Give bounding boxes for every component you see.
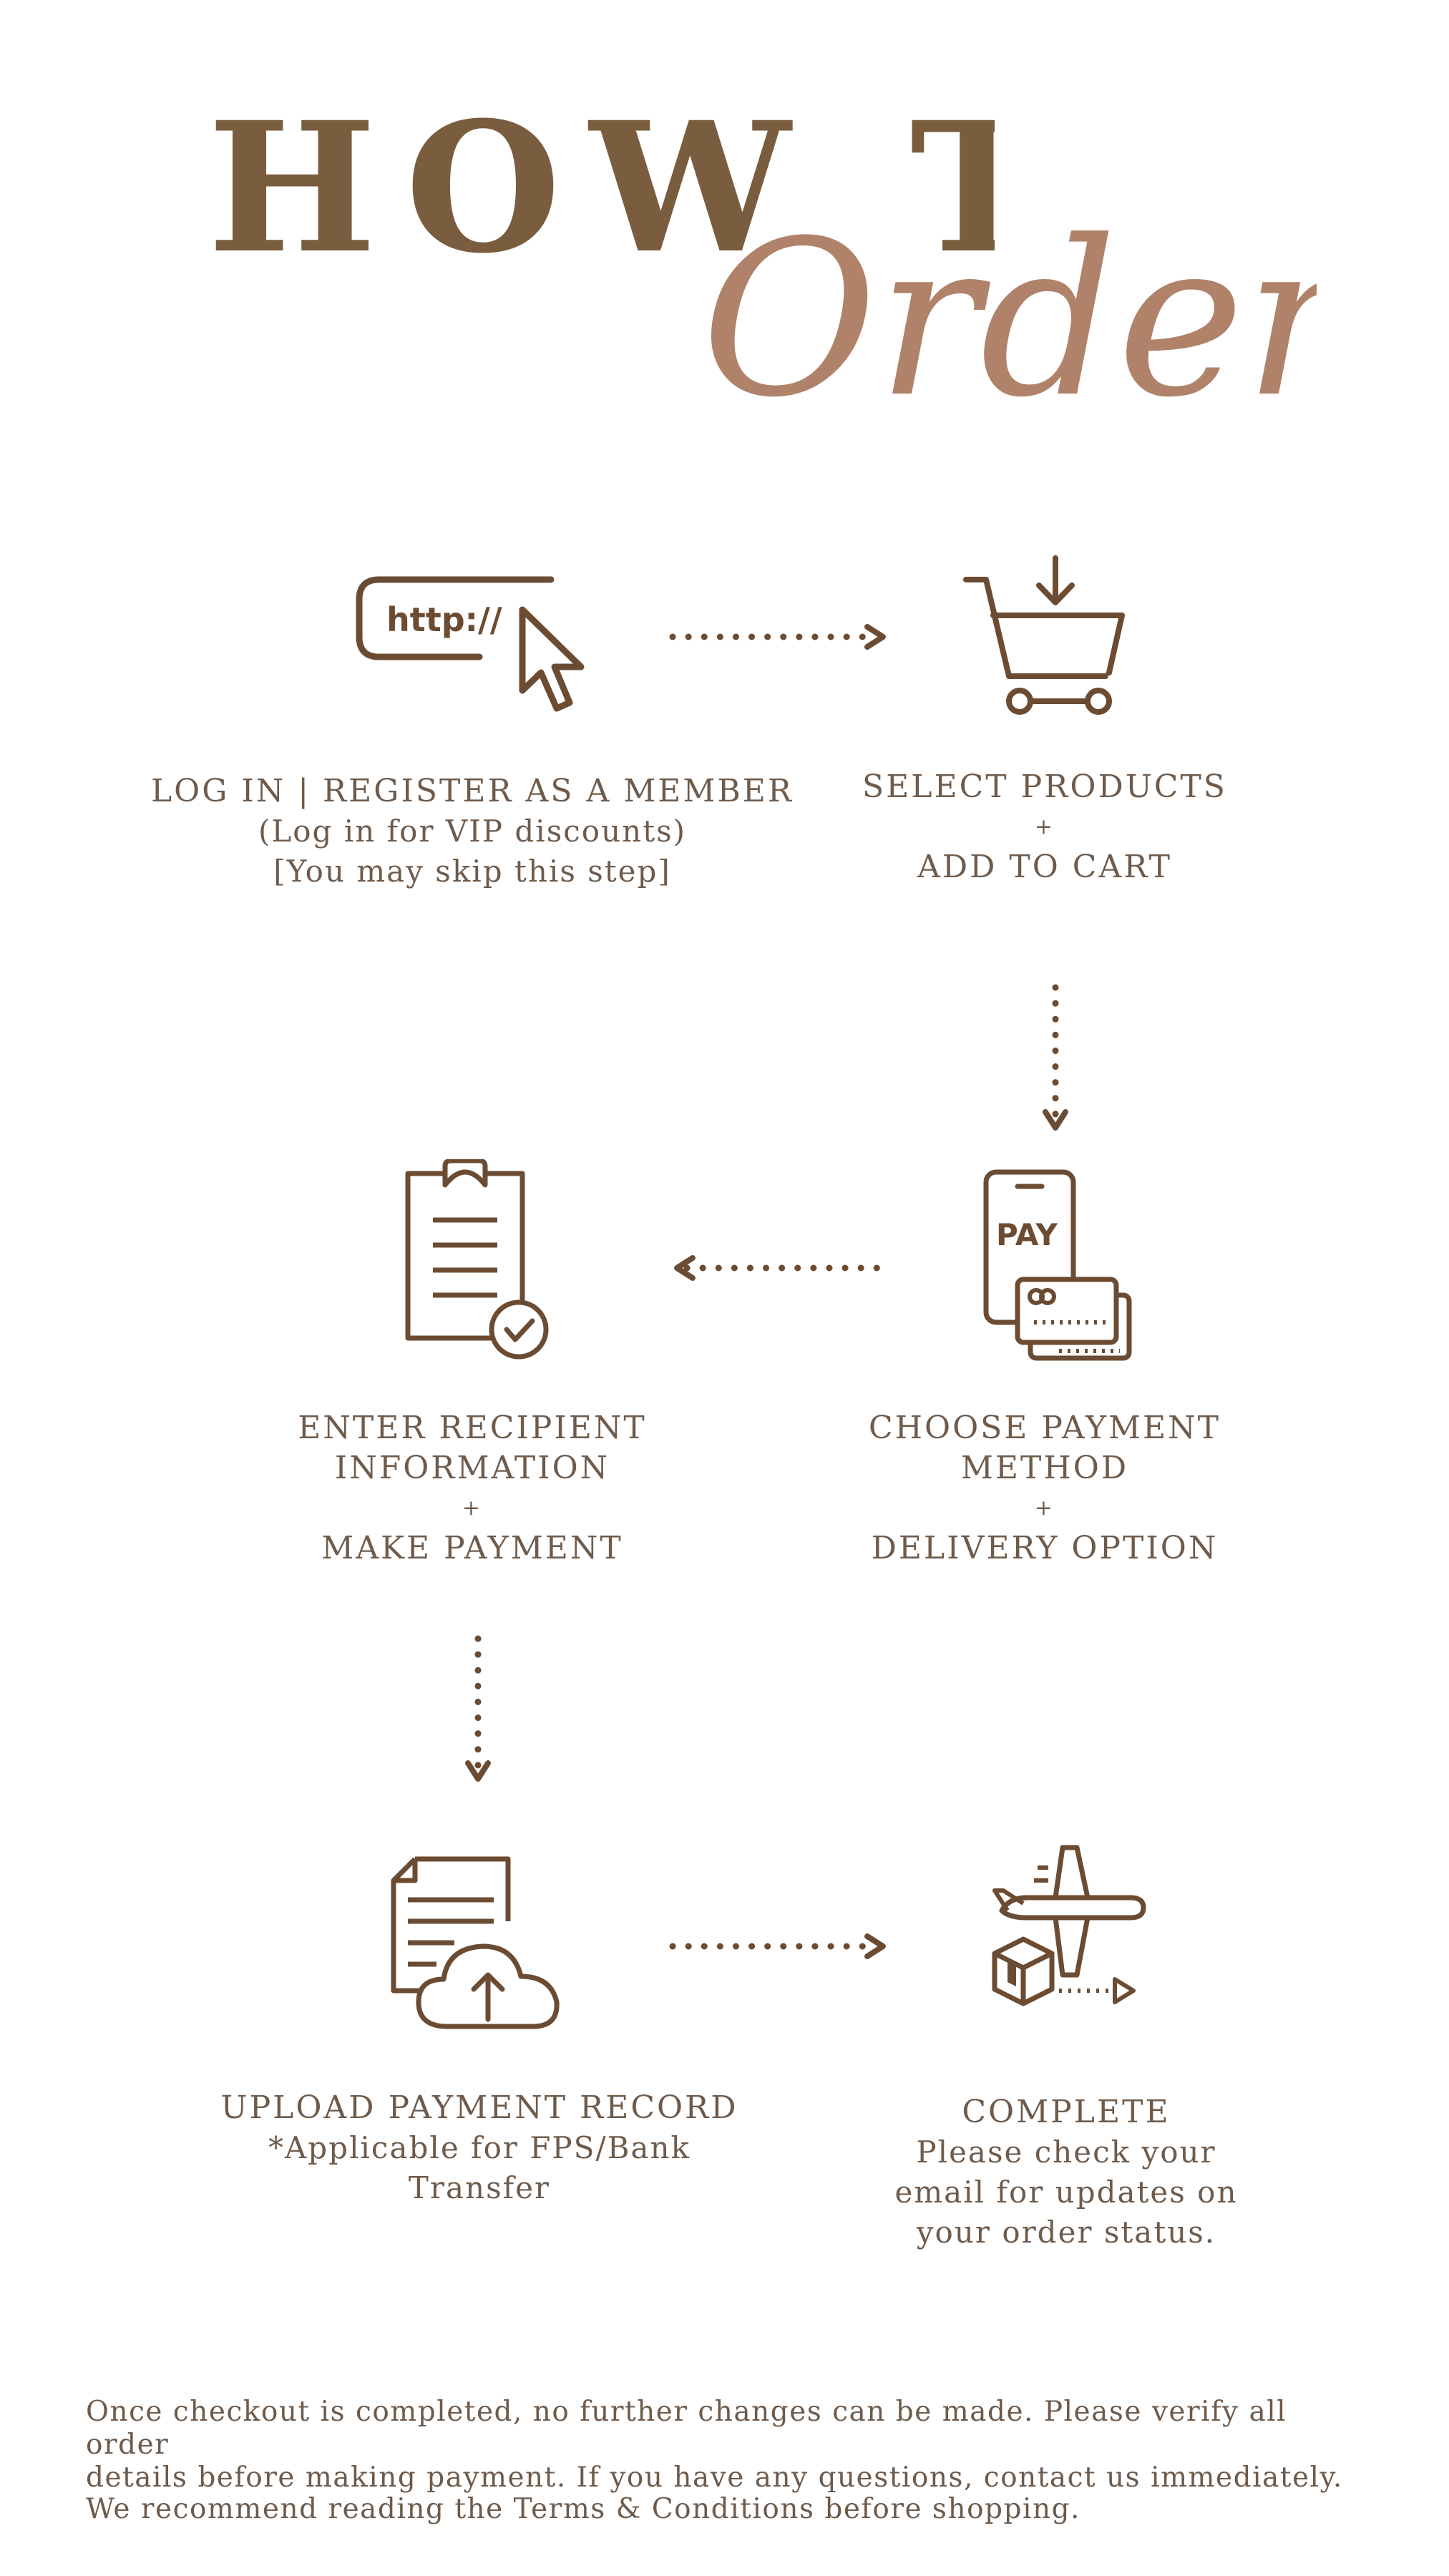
step-3-line-1: CHOOSE PAYMENT (868, 1410, 1221, 1446)
footer-recommendation: We recommend reading the Terms & Conditi… (86, 2493, 1374, 2526)
shopping-cart-icon (963, 555, 1125, 715)
step-6-line-2: Please check your (916, 2135, 1216, 2170)
step-2-line-1: SELECT PRODUCTS (862, 769, 1227, 805)
step-1-line-2: (Log in for VIP discounts) (258, 814, 687, 849)
arrow-down-1 (1043, 984, 1068, 1131)
step-6-caption: COMPLETE Please check your email for upd… (844, 2092, 1288, 2253)
arrow-left-1 (674, 1255, 884, 1281)
step-1-line-1: LOG IN | REGISTER AS A MEMBER (150, 773, 794, 809)
step-5-caption: UPLOAD PAYMENT RECORD *Applicable for FP… (179, 2088, 780, 2208)
title-how-to: HOW TO (208, 86, 995, 272)
step-6-line-4: your order status. (916, 2215, 1216, 2250)
arrow-down-2 (465, 1635, 491, 1782)
step-2-plus: + (1034, 814, 1055, 839)
step-2-line-3: ADD TO CART (917, 849, 1172, 885)
title-order: Order? (701, 195, 1317, 444)
step-1-caption: LOG IN | REGISTER AS A MEMBER (Log in fo… (129, 771, 816, 892)
step-6-line-3: email for updates on (894, 2175, 1238, 2210)
step-4-line-2: INFORMATION (334, 1450, 610, 1486)
step-4-plus: + (462, 1496, 483, 1521)
step-5-line-3: Transfer (408, 2170, 551, 2205)
arrow-right-1 (669, 624, 886, 650)
url-cursor-icon: http:// (356, 576, 585, 712)
footer-line-1: Once checkout is completed, no further c… (86, 2396, 1287, 2461)
title-line2: Order? (701, 195, 1317, 444)
footer-line-3: We recommend reading the Terms & Conditi… (86, 2493, 1080, 2525)
document-cloud-upload-icon (391, 1856, 560, 2029)
step-4-line-1: ENTER RECIPIENT (298, 1410, 647, 1446)
step-3-plus: + (1034, 1496, 1055, 1521)
pay-icon-text: PAY (996, 1217, 1058, 1252)
clipboard-check-icon (405, 1159, 549, 1360)
arrow-right-2 (669, 1933, 886, 1959)
step-1-line-3: [You may skip this step] (273, 854, 671, 889)
step-3-line-4: DELIVERY OPTION (871, 1530, 1219, 1566)
url-icon-text: http:// (386, 600, 502, 639)
title-line1: HOW TO (208, 86, 995, 272)
step-2-caption: SELECT PRODUCTS + ADD TO CART (830, 767, 1259, 887)
step-5-line-1: UPLOAD PAYMENT RECORD (220, 2089, 738, 2126)
step-4-line-4: MAKE PAYMENT (321, 1530, 623, 1566)
phone-pay-card-icon: PAY (983, 1169, 1132, 1361)
airplane-package-icon (992, 1845, 1146, 2006)
footer-notice: Once checkout is completed, no further c… (86, 2396, 1374, 2494)
step-6-line-1: COMPLETE (962, 2094, 1171, 2130)
step-5-line-2: *Applicable for FPS/Bank (268, 2130, 691, 2165)
footer-line-2: details before making payment. If you ha… (86, 2462, 1343, 2494)
step-4-caption: ENTER RECIPIENT INFORMATION + MAKE PAYME… (229, 1408, 716, 1568)
step-3-caption: CHOOSE PAYMENT METHOD + DELIVERY OPTION (816, 1408, 1274, 1568)
step-3-line-2: METHOD (960, 1450, 1129, 1486)
